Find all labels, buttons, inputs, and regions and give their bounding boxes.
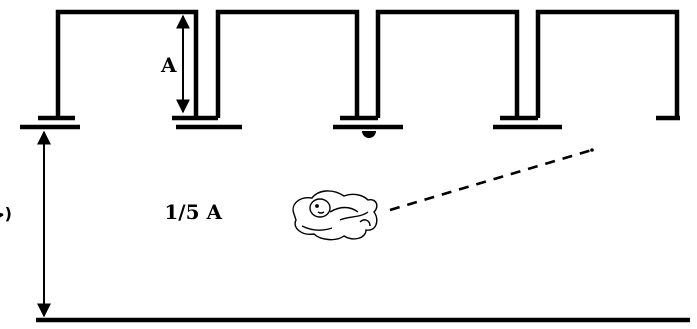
foot-outline [359, 219, 371, 227]
stall-2-outline [215, 9, 360, 118]
stall-3 [333, 9, 520, 138]
stall-3-outline [375, 9, 520, 118]
stall-2 [172, 9, 360, 130]
stall-1-outline [55, 9, 199, 118]
dimension-a: A [160, 14, 190, 114]
stall-4 [493, 9, 680, 130]
fold-line [301, 225, 333, 231]
person-figure-icon [292, 190, 378, 241]
arm-outline [329, 206, 359, 213]
clearance-min-note: (حداقل ۲/۴ متر) [0, 204, 12, 223]
blanket-outline [292, 190, 378, 241]
dimension-a-label: A [160, 53, 177, 77]
stall-4-outline [535, 9, 680, 118]
eye [315, 204, 319, 208]
head-outline [309, 198, 331, 218]
mouth [317, 211, 325, 214]
dashed-sight-line [389, 148, 593, 212]
sight-line-end [590, 148, 594, 152]
stall-3-hinge-mark [362, 131, 376, 138]
clearance-value-label: 1/5 A [164, 200, 222, 224]
leg-outline [339, 211, 369, 221]
clearance-dimension: 1/5 A (حداقل ۲/۴ متر) [0, 130, 222, 318]
stall-1 [20, 9, 199, 130]
